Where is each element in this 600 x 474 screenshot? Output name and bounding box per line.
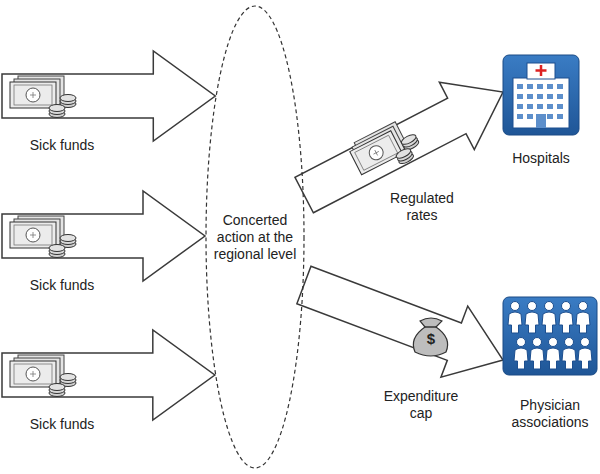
fat-arrow [2,191,205,281]
currency-symbol: $ [418,330,444,347]
money-icon [10,355,76,397]
money-bag-tie [424,326,437,328]
node-label: Concerted action at the regional level [212,212,298,263]
payer-node: Sick funds [2,56,122,154]
money-icon [347,116,425,183]
node-label: Physician associations [503,397,597,431]
money-icon [10,76,76,118]
fat-arrow [2,330,215,420]
physician-node: Physician associations [503,297,597,375]
fat-arrow [297,266,503,377]
hospital-icon [503,55,579,135]
node-label: Hospitals [483,150,599,167]
payer-node: Sick funds [2,196,122,294]
hospital-node: Hospitals [503,55,579,135]
fat-arrow [2,51,215,141]
physician-icon [503,297,597,375]
edge-label: Expenditure cap [378,388,464,422]
money-bag [413,318,447,356]
money-icon [10,216,76,258]
payer-node: Sick funds [2,335,122,433]
node-label: Sick funds [30,277,95,294]
edge-label: Regulated rates [384,190,460,224]
node-label: Sick funds [30,137,95,154]
node-label: Sick funds [30,416,95,433]
ellipse-outline [206,6,304,468]
regional-ellipse: Concerted action at the regional level [205,5,305,469]
